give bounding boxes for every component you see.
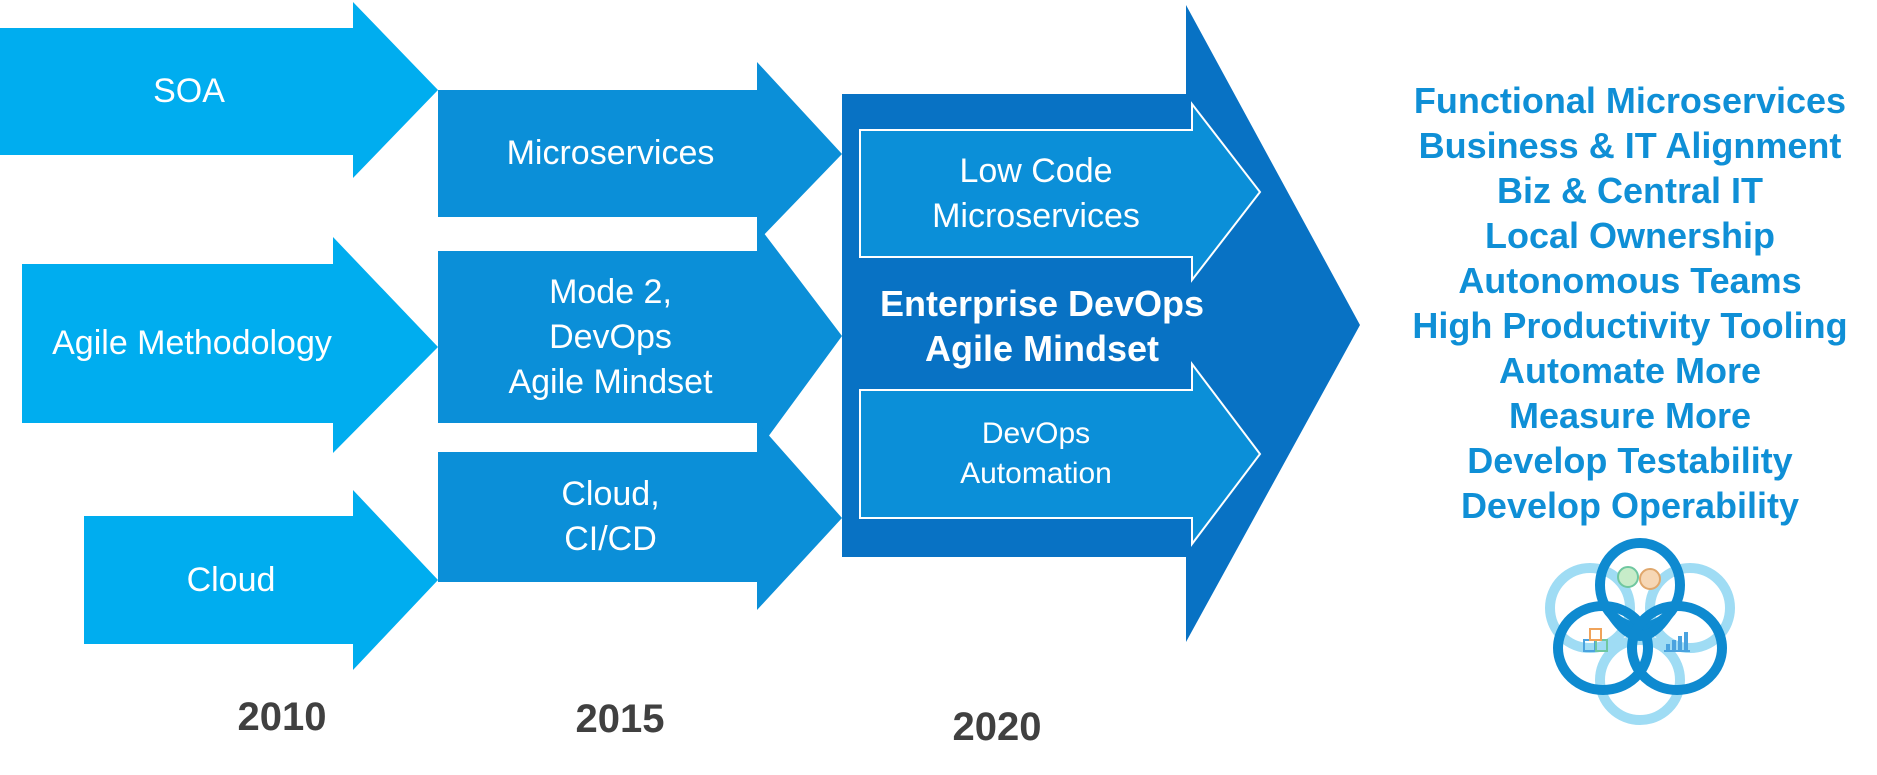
outcome-item: High Productivity Tooling [1412,305,1848,346]
cubes-icon [1583,628,1608,652]
outcome-item: Functional Microservices [1413,80,1847,121]
outcome-item: Biz & Central IT [1496,170,1764,211]
label-low-code: Low Code Microservices [932,151,1140,235]
outcome-item: Automate More [1498,350,1762,391]
outcome-item: Develop Operability [1460,485,1800,526]
arrow-mode2-devops [438,224,842,452]
year-2020: 2020 [952,705,1042,749]
arrow-devops-automation [859,361,1262,547]
arrow-agile-methodology [22,237,438,453]
arrow-microservices [438,62,842,242]
bar-chart-icon [1664,632,1690,652]
label-enterprise-devops: Enterprise DevOps Agile Mindset [879,283,1205,369]
people-icon [1617,566,1661,590]
outcome-item: Business & IT Alignment [1418,125,1842,166]
outcome-item: Develop Testability [1467,440,1793,481]
label-cloud-2010: Cloud [186,560,276,599]
label-soa: SOA [153,72,225,110]
label-agile-methodology: Agile Methodology [52,324,332,362]
outcome-item: Autonomous Teams [1458,260,1802,301]
label-mode2-devops: Mode 2, DevOps Agile Mindset [508,272,713,401]
label-cloud-cicd: Cloud, CI/CD [561,475,660,558]
year-2010: 2010 [237,695,327,739]
label-microservices: Microservices [506,134,715,172]
arrow-cloud-2010 [84,490,438,670]
arrow-soa [0,2,438,178]
outcomes-list: Functional Microservices Business & IT A… [1390,78,1870,528]
outcome-item: Local Ownership [1484,215,1776,256]
label-devops-automation: DevOps Automation [960,417,1112,490]
arrow-cloud-cicd [438,422,842,610]
year-2015: 2015 [575,697,665,741]
outcome-item: Measure More [1508,395,1752,436]
arrow-low-code [859,101,1262,283]
trefoil-loop-logo-icon [1545,538,1735,725]
